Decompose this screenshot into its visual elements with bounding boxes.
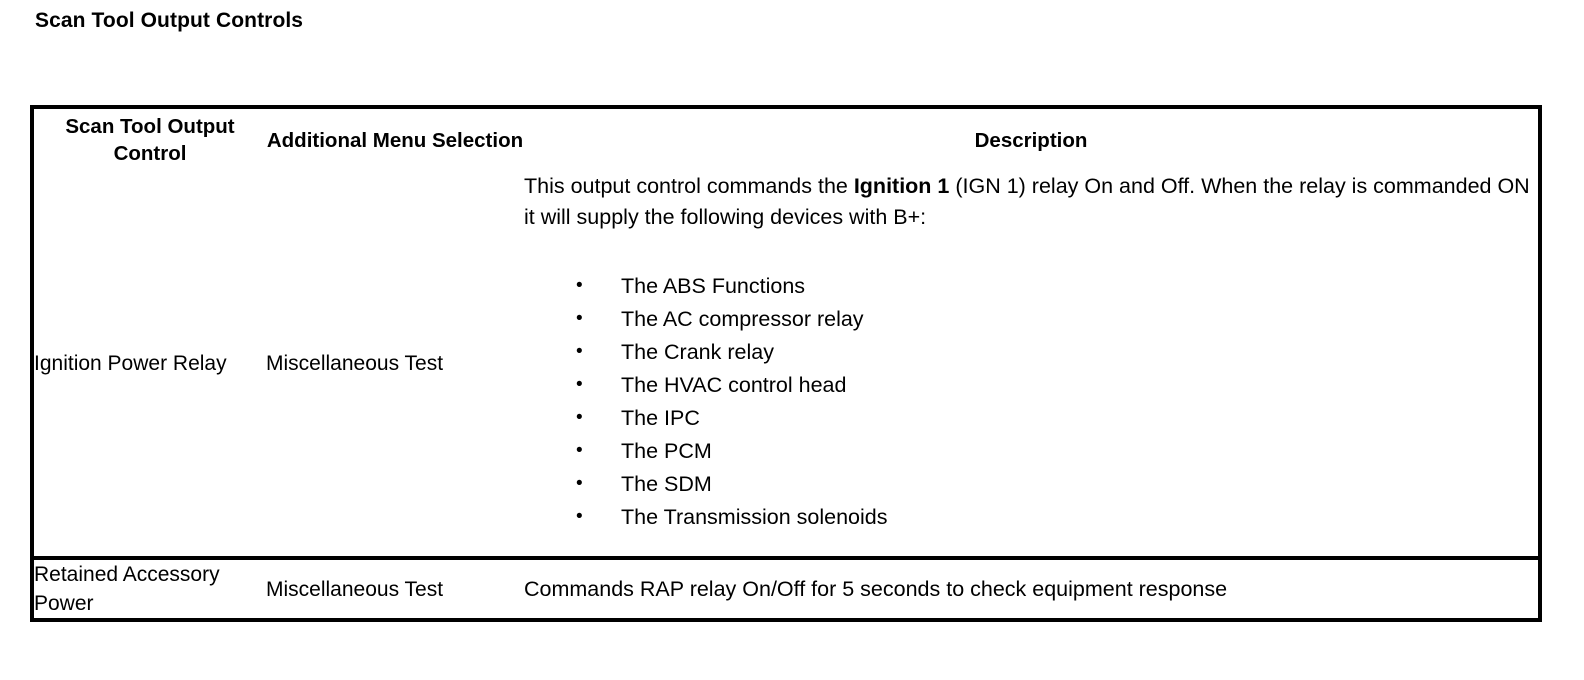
list-item: The HVAC control head xyxy=(576,368,1538,402)
table-row: Retained Accessory Power Miscellaneous T… xyxy=(32,556,1540,620)
cell-control-ignition-power-relay: Ignition Power Relay xyxy=(34,352,227,375)
cell-description-ignition-power-relay: This output control commands the Ignitio… xyxy=(524,171,1540,558)
description-text-part-2: (IGN 1) relay On and Off. When the relay… xyxy=(524,174,1530,229)
list-item: The IPC xyxy=(576,401,1538,435)
list-item: The Transmission solenoids xyxy=(576,500,1538,534)
cell-menu-selection-retained-accessory-power: Miscellaneous Test xyxy=(266,556,524,620)
description-emphasis-ignition-1: Ignition 1 xyxy=(853,174,950,198)
device-list: The ABS Functions The AC compressor rela… xyxy=(524,269,1538,534)
list-item: The SDM xyxy=(576,467,1538,501)
list-item: The PCM xyxy=(576,434,1538,468)
page-title: Scan Tool Output Controls xyxy=(35,9,304,32)
column-header-description: Description xyxy=(974,128,1088,152)
description-paragraph: This output control commands the Ignitio… xyxy=(524,171,1538,233)
cell-menu-selection-ignition-power-relay: Miscellaneous Test xyxy=(266,352,444,375)
cell-description-retained-accessory-power: Commands RAP relay On/Off for 5 seconds … xyxy=(524,556,1540,620)
list-item: The AC compressor relay xyxy=(576,302,1538,336)
column-header-additional-menu-selection: Additional Menu Selection xyxy=(266,128,524,152)
description-text-part-1: This output control commands the xyxy=(524,174,854,198)
list-item: The Crank relay xyxy=(576,335,1538,369)
table-body: Ignition Power Relay Miscellaneous Test … xyxy=(32,171,1540,620)
scan-tool-output-controls-table-wrapper: Scan Tool Output Control Additional Menu… xyxy=(30,105,1542,622)
column-header-scan-tool-output-control: Scan Tool Output Control xyxy=(65,115,235,165)
scan-tool-output-controls-table: Scan Tool Output Control Additional Menu… xyxy=(30,105,1542,622)
table-row: Ignition Power Relay Miscellaneous Test … xyxy=(32,171,1540,558)
table-header: Scan Tool Output Control Additional Menu… xyxy=(32,107,1540,171)
cell-control-retained-accessory-power: Retained Accessory Power xyxy=(32,556,266,620)
list-item: The ABS Functions xyxy=(576,269,1538,303)
table-header-row: Scan Tool Output Control Additional Menu… xyxy=(32,107,1540,171)
